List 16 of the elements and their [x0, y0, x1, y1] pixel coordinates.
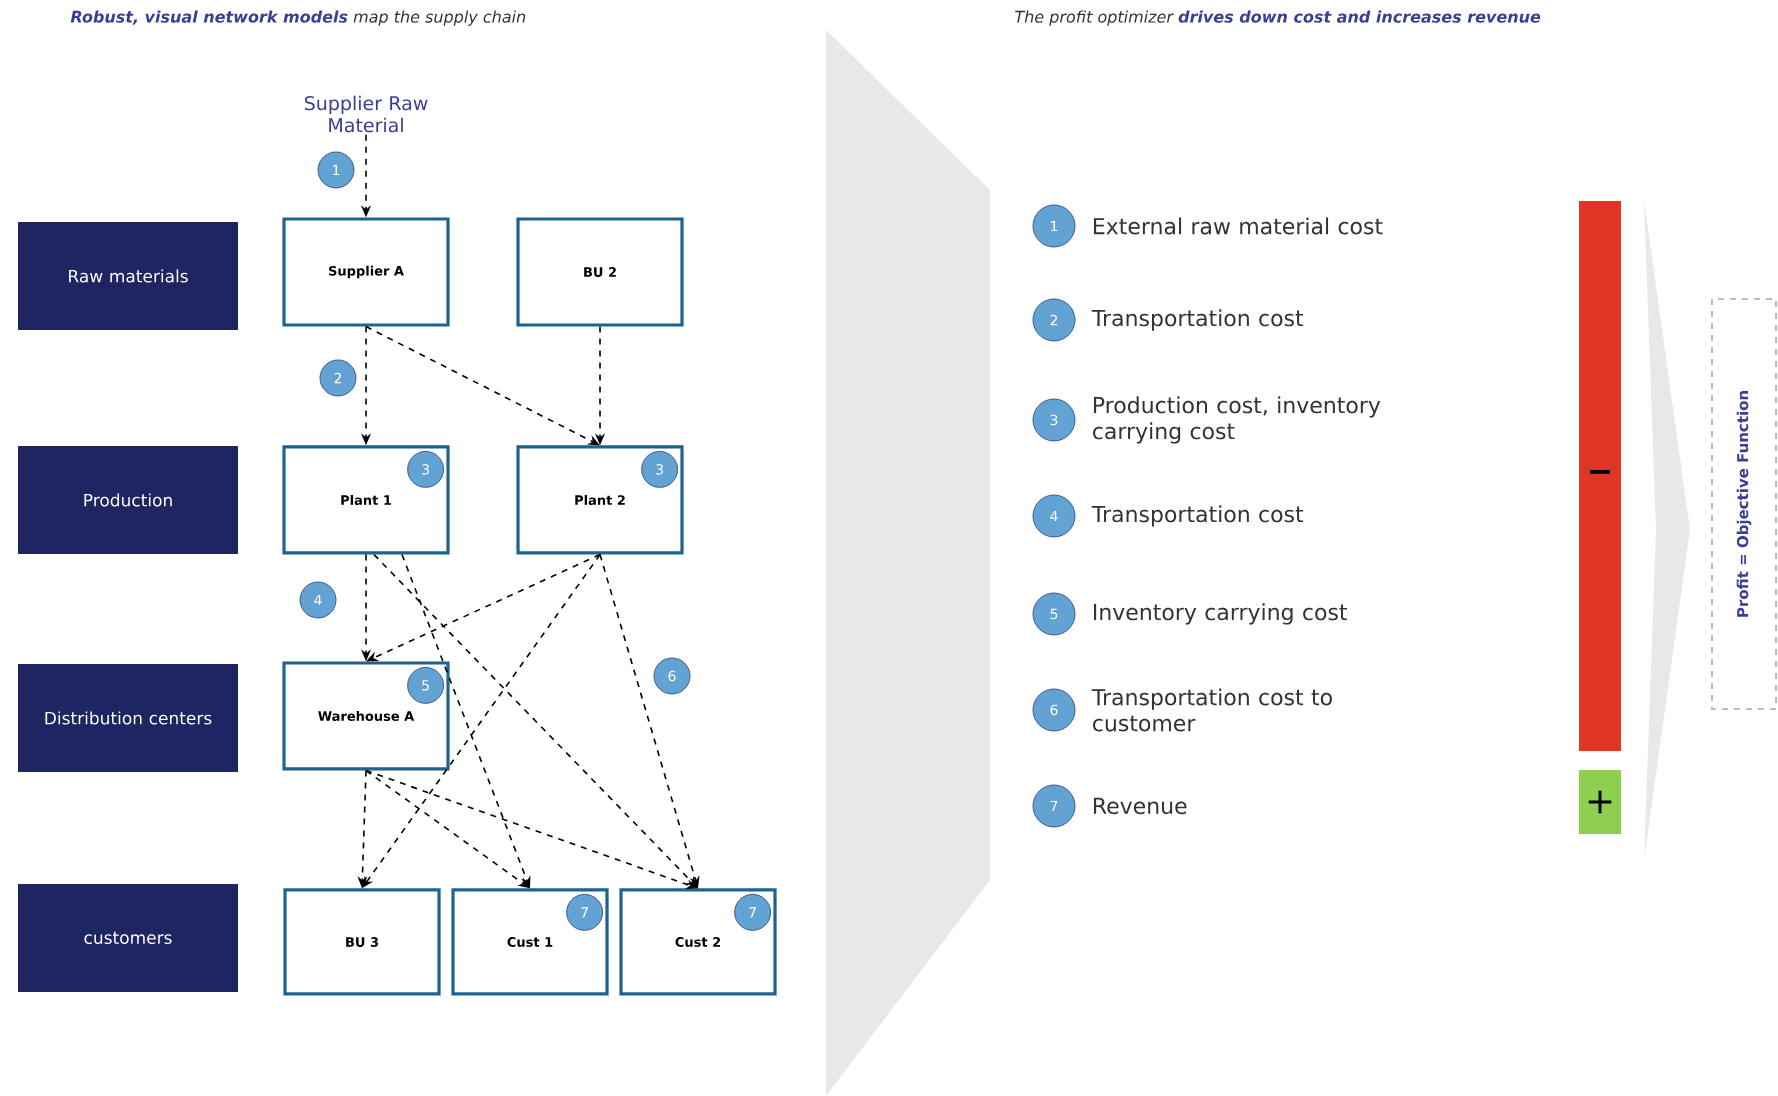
item-text: Transportation cost — [1091, 309, 1304, 331]
heading-text: The profit optimizer drives down cost and increases revenue — [1015, 10, 1541, 26]
item-text: Inventory carrying cost — [1093, 603, 1347, 625]
item-text: External raw material cost — [1093, 217, 1383, 235]
category-band: customers — [18, 883, 238, 992]
revenue-bar: + — [1579, 770, 1621, 834]
category-band: Raw materials — [18, 222, 238, 330]
category-band: Production — [18, 446, 238, 554]
title: Robust, visual network models map the supply chain — [70, 10, 526, 26]
item-text: Revenue — [1093, 797, 1187, 815]
item-text: Transportation cost to customer — [1091, 688, 1332, 732]
heading-text: Supplier Raw Material — [305, 95, 428, 133]
item-text: Production cost, inventory carrying cost — [1093, 396, 1381, 444]
cost-bar: − — [1579, 201, 1621, 751]
category-band: Distribution centers — [18, 663, 238, 772]
item-text: Transportation cost — [1091, 505, 1304, 527]
